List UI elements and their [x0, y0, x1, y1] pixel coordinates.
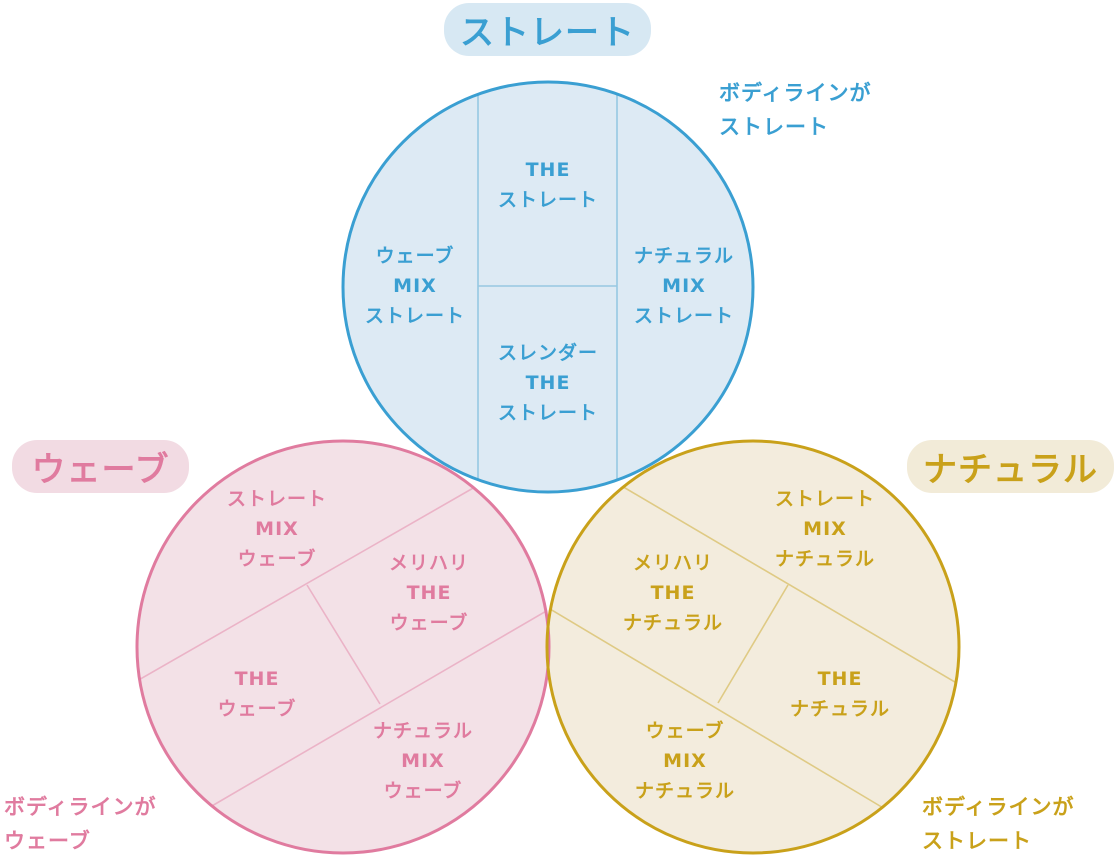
wave-circle-outline [135, 439, 551, 855]
natural-circle-outline [545, 439, 961, 855]
straight-title: ストレート [460, 13, 635, 53]
straight-segment-top: THE ストレート [497, 159, 598, 211]
straight-circle-fill [343, 82, 753, 492]
wave-title-pill: ウェーブ [12, 440, 189, 493]
wave-segment-center: メリハリ THE ウェーブ [388, 552, 469, 634]
natural-note: ボディラインが ストレート [922, 795, 1075, 853]
wave-note: ボディラインが ウェーブ [4, 795, 157, 853]
wave-segment-left: THE ウェーブ [217, 668, 297, 720]
straight-segment-left: ウェーブ MIX ストレート [364, 245, 465, 327]
natural-title: ナチュラル [923, 450, 1098, 490]
natural-title-pill: ナチュラル [907, 440, 1114, 493]
straight-note: ボディラインが ストレート [719, 81, 872, 139]
wave-circle-fill [137, 441, 549, 853]
natural-circle-fill [547, 441, 959, 853]
natural-segment-top-right: ストレート MIX ナチュラル [774, 488, 875, 570]
natural-segment-right: THE ナチュラル [789, 668, 890, 720]
wave-divider-lines [137, 486, 549, 811]
straight-segment-bottom: スレンダー THE ストレート [497, 342, 598, 424]
wave-segment-top-left: ストレート MIX ウェーブ [226, 488, 327, 570]
straight-segment-right: ナチュラル MIX ストレート [633, 245, 734, 327]
straight-title-pill: ストレート [444, 3, 651, 56]
straight-divider-lines [477, 94, 618, 480]
wave-title: ウェーブ [31, 450, 170, 490]
natural-divider-lines [547, 484, 959, 813]
natural-segment-center: メリハリ THE ナチュラル [622, 552, 723, 634]
natural-segment-bottom: ウェーブ MIX ナチュラル [634, 720, 735, 802]
wave-segment-bottom: ナチュラル MIX ウェーブ [372, 720, 473, 802]
straight-circle-outline [341, 80, 755, 494]
